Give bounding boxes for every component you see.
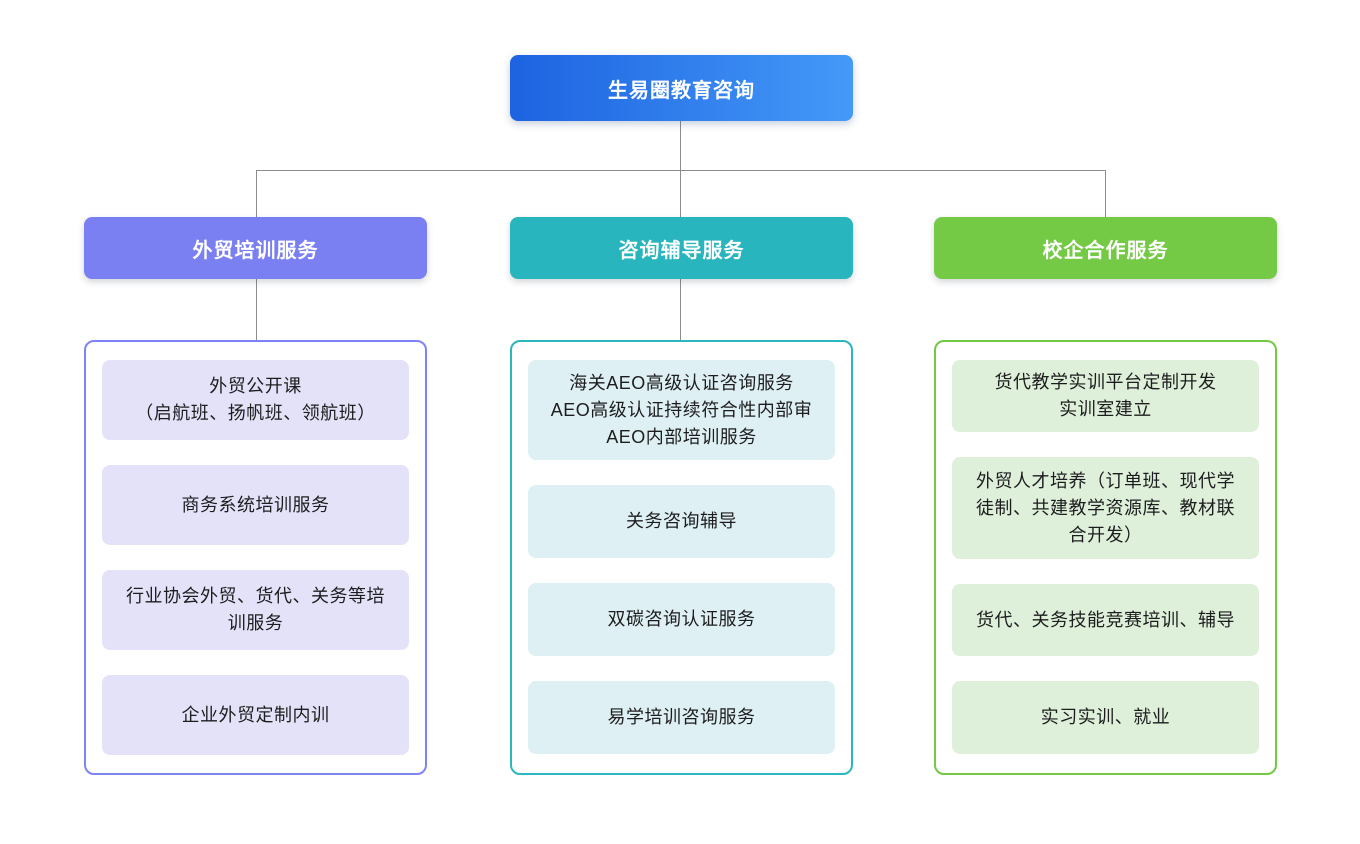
connector-root-down: [680, 121, 681, 170]
leaf-node: 双碳咨询认证服务: [528, 583, 835, 656]
root-node: 生易圈教育咨询: [510, 55, 853, 121]
leaf-node: 外贸人才培养（订单班、现代学徒制、共建教学资源库、教材联合开发）: [952, 457, 1259, 559]
leaf-node: 关务咨询辅导: [528, 485, 835, 558]
branch-header-foreign-trade-training: 外贸培训服务: [84, 217, 427, 279]
branch-header-label: 校企合作服务: [1042, 239, 1169, 262]
branch-panel-consulting-coaching: 海关AEO高级认证咨询服务 AEO高级认证持续符合性内部审 AEO内部培训服务 …: [510, 340, 853, 775]
branch-header-label: 外贸培训服务: [192, 239, 319, 262]
connector-branch3-top: [1105, 170, 1106, 217]
branch-panel-foreign-trade-training: 外贸公开课 （启航班、扬帆班、领航班） 商务系统培训服务 行业协会外贸、货代、关…: [84, 340, 427, 775]
leaf-node: 行业协会外贸、货代、关务等培训服务: [102, 570, 409, 650]
leaf-node: 货代教学实训平台定制开发 实训室建立: [952, 360, 1259, 432]
leaf-node: 货代、关务技能竞赛培训、辅导: [952, 584, 1259, 656]
branch-header-consulting-coaching: 咨询辅导服务: [510, 217, 853, 279]
leaf-node: 实习实训、就业: [952, 681, 1259, 754]
branch-panel-school-enterprise: 货代教学实训平台定制开发 实训室建立 外贸人才培养（订单班、现代学徒制、共建教学…: [934, 340, 1277, 775]
branch-header-label: 咨询辅导服务: [618, 239, 745, 262]
leaf-node: 外贸公开课 （启航班、扬帆班、领航班）: [102, 360, 409, 440]
connector-branch1-panel: [256, 279, 257, 340]
leaf-node: 企业外贸定制内训: [102, 675, 409, 755]
leaf-node: 易学培训咨询服务: [528, 681, 835, 754]
connector-branch2-panel: [680, 279, 681, 340]
connector-branch2-top: [680, 170, 681, 217]
leaf-node: 商务系统培训服务: [102, 465, 409, 545]
leaf-node: 海关AEO高级认证咨询服务 AEO高级认证持续符合性内部审 AEO内部培训服务: [528, 360, 835, 460]
branch-header-school-enterprise: 校企合作服务: [934, 217, 1277, 279]
connector-branch1-top: [256, 170, 257, 217]
root-node-label: 生易圈教育咨询: [608, 79, 755, 102]
